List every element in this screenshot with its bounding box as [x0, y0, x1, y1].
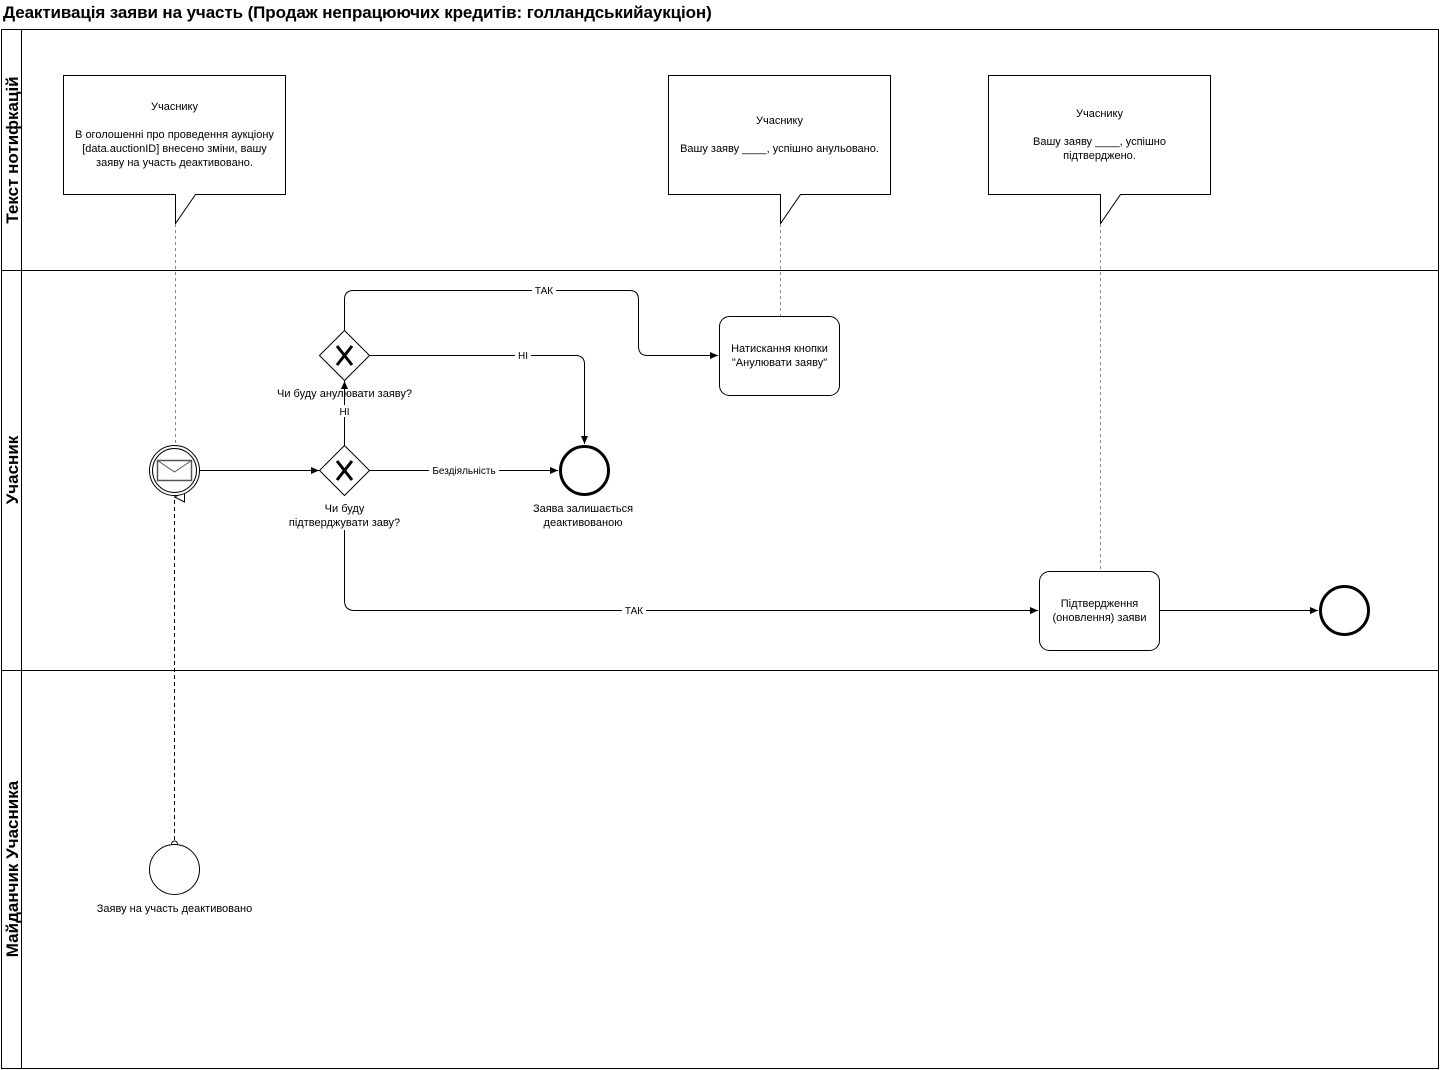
text-line: Заява залишається — [533, 503, 633, 515]
lane-label-platform: Майданчик Учасника — [3, 780, 22, 957]
lane-label-participant: Учасник — [3, 435, 22, 504]
exclusive-x-icon — [335, 460, 354, 481]
gateway-cancel-label: Чи буду анулювати заяву? — [277, 388, 412, 400]
lane-label-notifications: Текст нотифкацій — [3, 76, 22, 223]
start-event-platform[interactable]: Заяву на участь деактивовано — [97, 844, 252, 916]
text-line: підтверджувати заву? — [289, 517, 400, 529]
text-line: Підтвердження — [1061, 598, 1139, 610]
callout-text: Учаснику Вашу заяву ____, успішно анульо… — [680, 115, 879, 155]
text-line — [173, 115, 176, 127]
text-line — [1098, 122, 1101, 134]
end-event-confirmed[interactable] — [1319, 585, 1370, 636]
message-flow — [171, 497, 178, 848]
text-line — [778, 129, 781, 141]
edge-label-confirm-no: НІ — [340, 407, 350, 418]
gateway-cancel[interactable]: Чи буду анулювати заяву? — [277, 329, 412, 401]
callout-deactivated: Учаснику В оголошенні про проведення аук… — [63, 75, 286, 226]
gateway-confirm[interactable]: Чи буду підтверджувати заву? — [289, 444, 400, 530]
text-line: Учаснику — [756, 115, 803, 127]
start-event-platform-label: Заяву на участь деактивовано — [97, 903, 252, 915]
associations — [175, 224, 1101, 571]
sequence-flows — [199, 290, 1318, 614]
task-confirm-label: Підтвердження (оновлення) заяви — [1052, 598, 1146, 624]
callout-confirmed: Учаснику Вашу заяву ____, успішно підтвер… — [988, 75, 1211, 226]
edge-label-cancel-yes: ТАК — [535, 286, 553, 297]
gateway-confirm-label: Чи буду підтверджувати заву? — [289, 503, 400, 529]
edge-label-confirm-yes: ТАК — [625, 606, 643, 617]
text-line: В оголошенні про проведення аукціону — [75, 129, 274, 141]
task-cancel[interactable]: Натискання кнопки "Анулювати заяву" — [719, 316, 840, 396]
edge-label-inaction: Бездіяльність — [432, 466, 495, 477]
diagram-title: Деактивація заяви на участь (Продаж непр… — [3, 3, 712, 22]
end-event-inactive-label: Заява залишається деактивованою — [533, 503, 633, 529]
text-line: Вашу заяву ____, успішно анульовано. — [680, 143, 879, 155]
task-confirm[interactable]: Підтвердження (оновлення) заяви — [1039, 571, 1160, 651]
exclusive-x-icon — [335, 345, 354, 366]
end-event-inactive[interactable]: Заява залишається деактивованою — [533, 445, 633, 530]
callout-text: Учаснику Вашу заяву ____, успішно підтвер… — [1033, 108, 1166, 162]
text-line: Учаснику — [1076, 108, 1123, 120]
text-line: Чи буду — [325, 503, 365, 515]
message-catch-event[interactable] — [149, 445, 200, 496]
text-line: підтверджено. — [1063, 150, 1136, 162]
text-line: Натискання кнопки — [731, 343, 828, 355]
text-line: (оновлення) заяви — [1052, 612, 1146, 624]
text-line: Учаснику — [151, 101, 198, 113]
text-line: Чи буду анулювати заяву? — [277, 388, 412, 400]
callout-text: Учаснику В оголошенні про проведення аук… — [75, 101, 274, 169]
task-cancel-label: Натискання кнопки "Анулювати заяву" — [731, 343, 828, 369]
pool — [1, 29, 1439, 1069]
edge-label-cancel-no: НІ — [518, 351, 528, 362]
flow-confirm-yes — [344, 530, 1038, 614]
text-line: заяву на участь деактивовано. — [96, 157, 253, 169]
callout-cancelled: Учаснику Вашу заяву ____, успішно анульо… — [668, 75, 891, 226]
text-line: деактивованою — [544, 517, 623, 529]
envelope-icon — [156, 459, 193, 482]
text-line: Вашу заяву ____, успішно — [1033, 136, 1166, 148]
text-line: Заяву на участь деактивовано — [97, 903, 252, 915]
flow-cancel-no — [369, 355, 588, 444]
text-line: [data.auctionID] внесено зміни, вашу — [82, 143, 267, 155]
flow-cancel-yes — [344, 290, 718, 359]
text-line: "Анулювати заяву" — [732, 357, 827, 369]
